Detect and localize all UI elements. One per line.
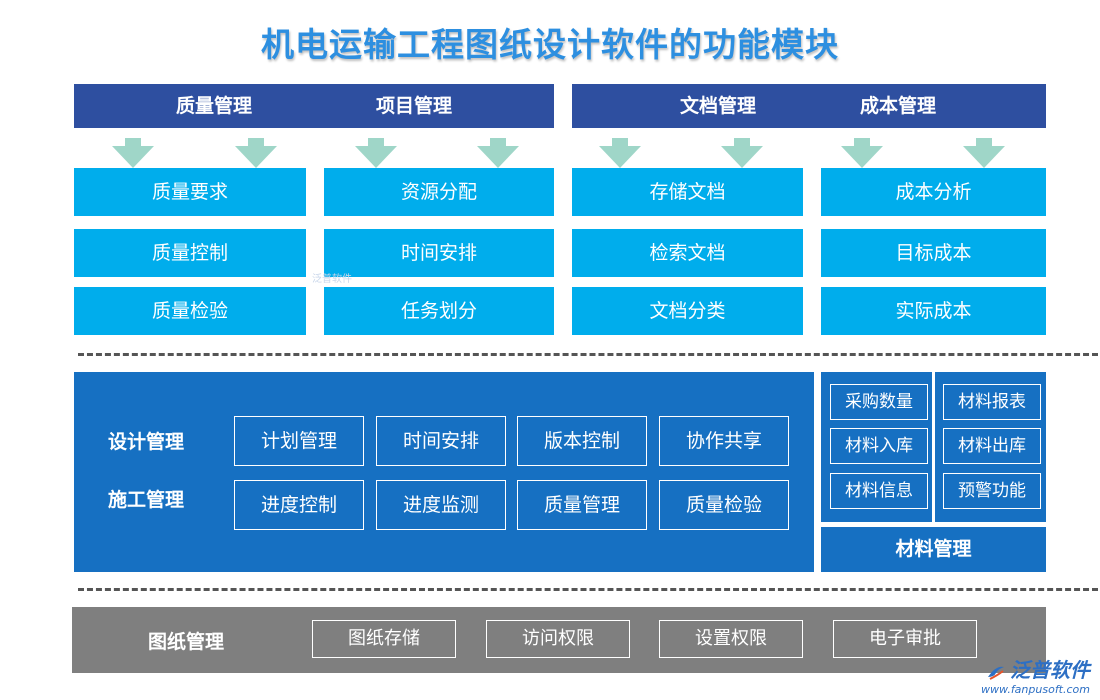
cell-document-2: 检索文档 bbox=[572, 229, 803, 277]
drawing-item-approval: 电子审批 bbox=[833, 620, 977, 658]
design-item-3: 版本控制 bbox=[517, 416, 647, 466]
material-item-report: 材料报表 bbox=[943, 384, 1041, 420]
cell-document-3: 文档分类 bbox=[572, 287, 803, 335]
down-arrow-icon bbox=[477, 138, 519, 168]
construction-item-1: 进度控制 bbox=[234, 480, 364, 530]
cell-project-3: 任务划分 bbox=[324, 287, 554, 335]
brand-logo-url: www.fanpusoft.com bbox=[981, 683, 1090, 696]
down-arrow-icon bbox=[599, 138, 641, 168]
material-item-warning: 预警功能 bbox=[943, 473, 1041, 509]
cell-quality-1: 质量要求 bbox=[74, 168, 306, 216]
header-document: 文档管理 bbox=[679, 95, 756, 117]
design-item-4: 协作共享 bbox=[659, 416, 789, 466]
drawing-management-label: 图纸管理 bbox=[148, 631, 225, 653]
materials-left-panel bbox=[821, 372, 932, 522]
materials-title: 材料管理 bbox=[821, 527, 1046, 572]
materials-right-panel bbox=[935, 372, 1046, 522]
drawing-item-storage: 图纸存储 bbox=[312, 620, 456, 658]
down-arrow-icon bbox=[112, 138, 154, 168]
header-band-left: 质量管理 项目管理 bbox=[74, 84, 554, 128]
brand-logo: 泛普软件 www.fanpusoft.com bbox=[981, 654, 1090, 696]
cell-quality-2: 质量控制 bbox=[74, 229, 306, 277]
cell-cost-3: 实际成本 bbox=[821, 287, 1046, 335]
watermark-logo: 泛普软件 bbox=[312, 274, 352, 285]
brand-logo-text: 泛普软件 bbox=[981, 654, 1090, 683]
divider-dashed bbox=[78, 353, 1098, 356]
cell-cost-2: 目标成本 bbox=[821, 229, 1046, 277]
design-construction-block: 设计管理 施工管理 计划管理 时间安排 版本控制 协作共享 进度控制 进度监测 … bbox=[74, 372, 814, 572]
cell-project-1: 资源分配 bbox=[324, 168, 554, 216]
header-quality: 质量管理 bbox=[175, 95, 252, 117]
design-item-2: 时间安排 bbox=[376, 416, 506, 466]
row-label-construction: 施工管理 bbox=[108, 489, 185, 511]
cell-quality-3: 质量检验 bbox=[74, 287, 306, 335]
material-item-purchase-qty: 采购数量 bbox=[830, 384, 928, 420]
construction-item-2: 进度监测 bbox=[376, 480, 506, 530]
drawing-item-access: 访问权限 bbox=[486, 620, 630, 658]
down-arrow-icon bbox=[355, 138, 397, 168]
row-label-design: 设计管理 bbox=[108, 431, 185, 453]
material-item-outbound: 材料出库 bbox=[943, 428, 1041, 464]
header-cost: 成本管理 bbox=[859, 95, 936, 117]
construction-item-4: 质量检验 bbox=[659, 480, 789, 530]
material-item-inbound: 材料入库 bbox=[830, 428, 928, 464]
drawing-item-permission: 设置权限 bbox=[659, 620, 803, 658]
header-band-right: 文档管理 成本管理 bbox=[572, 84, 1046, 128]
down-arrow-icon bbox=[235, 138, 277, 168]
divider-dashed bbox=[78, 588, 1098, 591]
fanpu-logo-icon bbox=[988, 666, 1004, 680]
down-arrow-icon bbox=[841, 138, 883, 168]
header-project: 项目管理 bbox=[375, 95, 452, 117]
down-arrow-icon bbox=[721, 138, 763, 168]
cell-document-1: 存储文档 bbox=[572, 168, 803, 216]
construction-item-3: 质量管理 bbox=[517, 480, 647, 530]
design-item-1: 计划管理 bbox=[234, 416, 364, 466]
cell-cost-1: 成本分析 bbox=[821, 168, 1046, 216]
cell-project-2: 时间安排 bbox=[324, 229, 554, 277]
down-arrow-icon bbox=[963, 138, 1005, 168]
drawing-management-block: 图纸管理 图纸存储 访问权限 设置权限 电子审批 bbox=[72, 607, 1046, 673]
diagram-title: 机电运输工程图纸设计软件的功能模块 bbox=[261, 25, 839, 64]
material-item-info: 材料信息 bbox=[830, 473, 928, 509]
